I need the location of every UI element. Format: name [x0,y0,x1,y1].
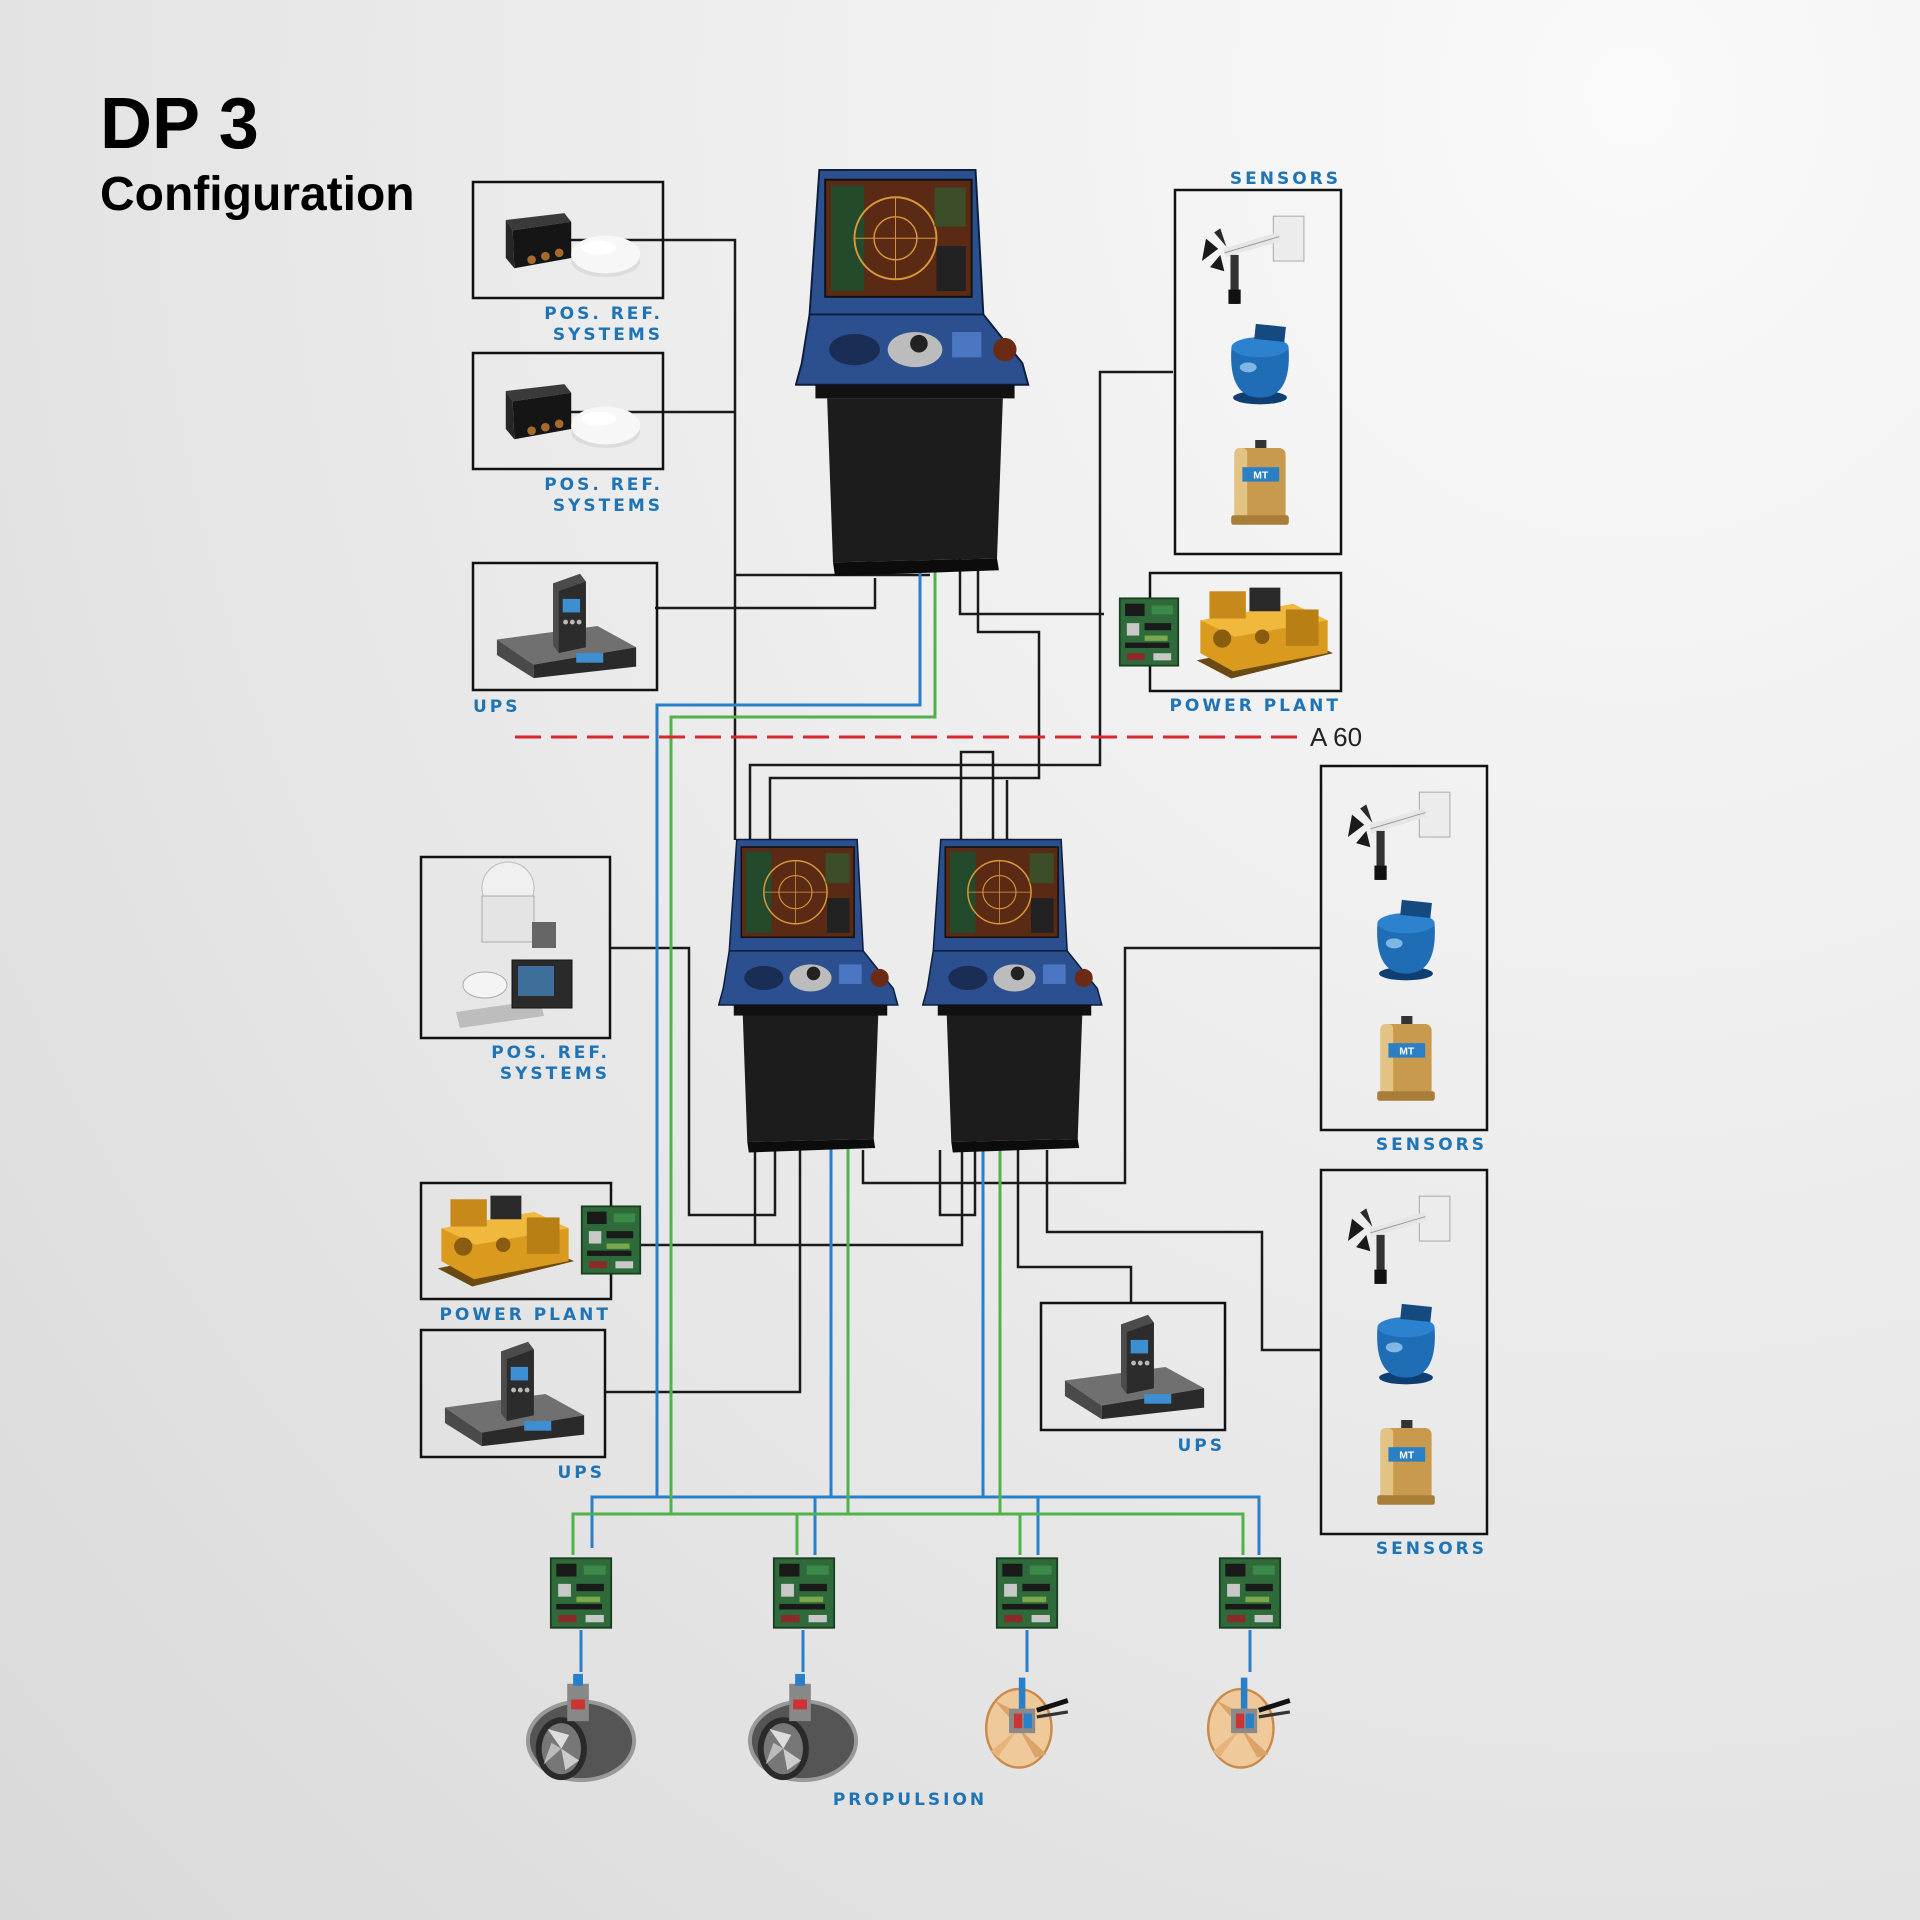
gps-receiver-icon [505,213,641,277]
pos-ref-2-label-line1: POS. REF. [544,475,663,495]
gyro-compass-icon [1377,899,1435,981]
wind-sensor-icon [1202,216,1304,304]
motion-sensor-icon [1377,1420,1435,1505]
ups-3-label: UPS [1177,1436,1225,1456]
ups-1-label: UPS [473,697,521,717]
gyro-compass-icon [1377,1303,1435,1385]
tunnel-thruster-icon [750,1674,856,1780]
blue-wires [579,568,1261,1672]
propulsion-group: PROPULSION [528,1557,1290,1810]
gps-receiver-icon [505,384,641,448]
power-plant-2: POWER PLANT [419,1181,642,1325]
black-wires [542,238,1321,1394]
sensors-2-box [1319,764,1489,1132]
ups-icon [1064,1314,1205,1420]
thruster-controller-1-icon [549,1557,613,1629]
pos-ref-3-label-line2: SYSTEMS [500,1064,610,1084]
title-block: DP 3 Configuration [100,88,415,224]
a60-label: A 60 [1310,722,1362,752]
sensors-3-box [1319,1168,1489,1536]
ups-3-box [1039,1301,1227,1432]
sensors-1-box [1173,188,1343,556]
circuit-board-icon [580,1205,642,1275]
sensors-2: SENSORS [1319,764,1489,1155]
ups-3: UPS [1039,1301,1227,1456]
pos-ref-2-label-line2: SYSTEMS [553,496,663,516]
wind-sensor-icon [1348,1196,1450,1284]
thruster-controller-3-icon [995,1557,1059,1629]
pos-ref-1-label-line1: POS. REF. [544,304,663,324]
azimuth-thruster-icon [1208,1678,1290,1768]
generator-icon [1196,587,1334,679]
power-plant-1: POWER PLANT [1118,571,1343,716]
power-plant-1-label: POWER PLANT [1169,696,1341,716]
sensors-1: SENSORS [1173,169,1343,556]
gyro-compass-icon [1231,323,1289,405]
thruster-controller-4-icon [1218,1557,1282,1629]
motion-sensor-icon [1231,440,1289,525]
ups-2-box [419,1328,607,1459]
thruster-controller-2-icon [772,1557,836,1629]
ups-1-box [471,561,659,692]
tunnel-thruster-icon [528,1674,634,1780]
wind-sensor-icon [1348,792,1450,880]
pos-ref-systems-3: POS. REF. SYSTEMS [419,855,612,1084]
sensors-2-label: SENSORS [1376,1135,1487,1155]
backup-console-b-icon [922,838,1103,1154]
azimuth-thruster-icon [986,1678,1068,1768]
sensors-3: SENSORS [1319,1168,1489,1559]
backup-console-a-icon [718,838,899,1154]
ups-icon [444,1341,585,1447]
circuit-board-icon [1118,597,1180,667]
motion-sensor-icon [1377,1016,1435,1101]
pos-ref-3-label-line1: POS. REF. [491,1043,610,1063]
ups-2-label: UPS [557,1463,605,1483]
gps-antenna-icon [462,971,508,999]
power-plant-2-label: POWER PLANT [439,1305,611,1325]
sensors-1-label: SENSORS [1230,169,1341,189]
page-title: DP 3 [100,84,259,164]
ups-2: UPS [419,1328,607,1483]
generator-icon [437,1195,575,1287]
propulsion-label: PROPULSION [833,1790,987,1810]
pos-ref-systems-1: POS. REF. SYSTEMS [471,180,665,345]
pos-ref-3-box [419,855,612,1040]
ups-1: UPS [471,561,659,717]
sensors-3-label: SENSORS [1376,1539,1487,1559]
pos-ref-1-box [471,180,665,300]
ups-icon [496,573,637,679]
page-subtitle: Configuration [100,168,415,221]
pos-ref-2-box [471,351,665,471]
pos-ref-systems-2: POS. REF. SYSTEMS [471,351,665,516]
green-wires [571,568,1245,1555]
main-console-icon [795,168,1030,578]
pos-ref-1-label-line2: SYSTEMS [553,325,663,345]
